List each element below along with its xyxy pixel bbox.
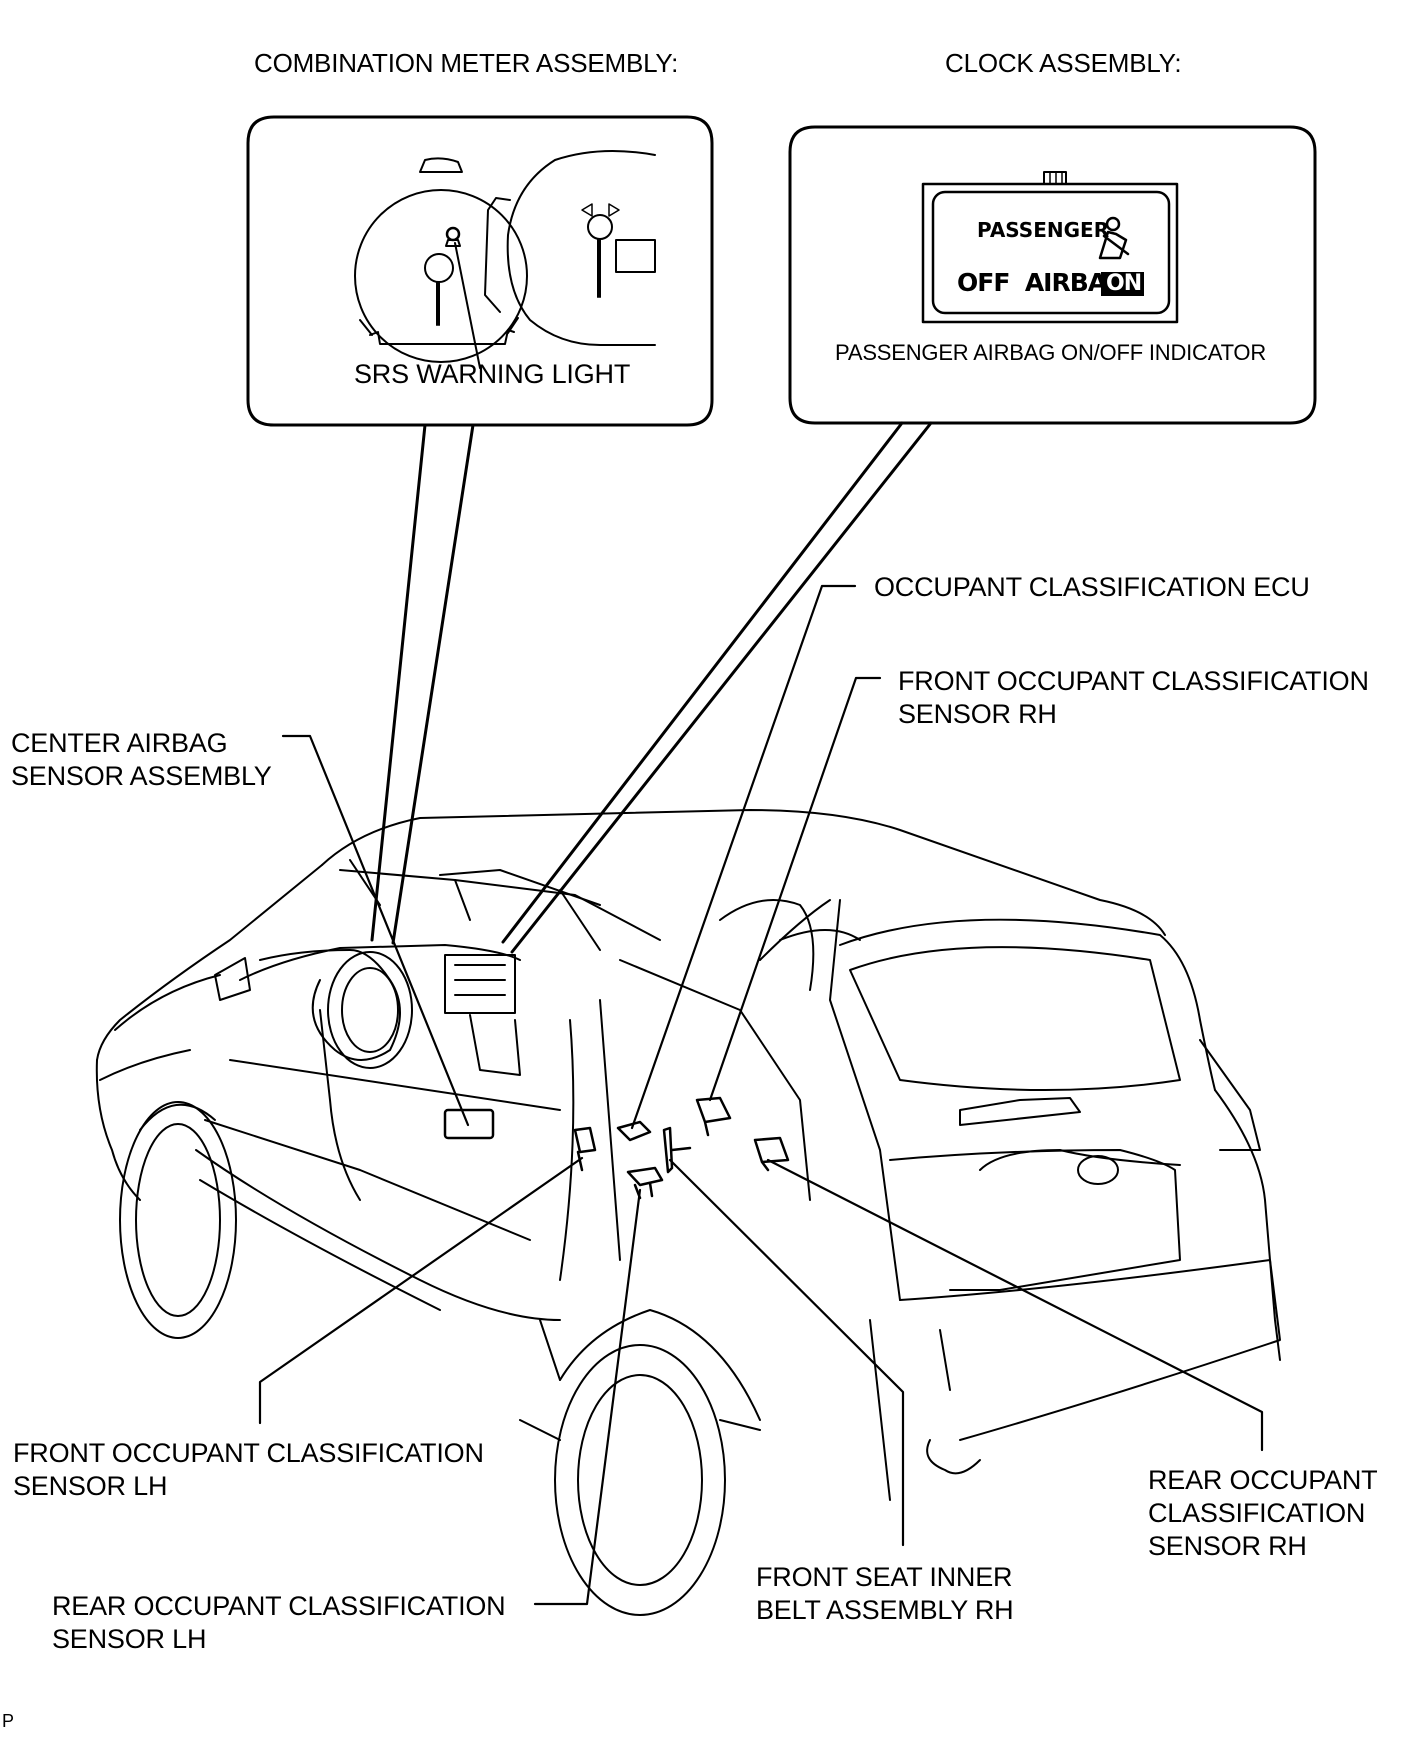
rear-sensor-lh-label-2: SENSOR LH (52, 1624, 207, 1654)
indicator-off-airbag-text: OFF AIRBAG (957, 268, 1127, 297)
toyota-emblem-icon (1077, 1155, 1119, 1185)
front-sensor-rh-label-1: FRONT OCCUPANT CLASSIFICATION (898, 666, 1369, 696)
srs-warning-light-label: SRS WARNING LIGHT (354, 359, 631, 389)
label-leaders (258, 584, 1264, 1606)
rear-sensor-rh-label-1: REAR OCCUPANT (1148, 1465, 1378, 1495)
vehicle-body (95, 809, 1281, 1616)
indicator-passenger-text: PASSENGER (977, 218, 1110, 242)
center-airbag-sensor-shape (443, 1108, 495, 1140)
front-sensor-rh-label-2: SENSOR RH (898, 699, 1057, 729)
rear-sensor-rh-label-2: CLASSIFICATION (1148, 1498, 1366, 1528)
airbag-indicator-label: PASSENGER AIRBAG ON/OFF INDICATOR (835, 340, 1267, 365)
on-indicator-box (1101, 272, 1144, 296)
front-sensor-lh-label-1: FRONT OCCUPANT CLASSIFICATION (13, 1438, 484, 1468)
indicator-on-text: ON (1106, 271, 1142, 296)
inner-belt-label-1: FRONT SEAT INNER (756, 1562, 1013, 1592)
front-occupant-sensor-lh-shape (573, 1126, 597, 1172)
rear-sensor-rh-label-3: SENSOR RH (1148, 1531, 1307, 1561)
clock-inset (788, 125, 1317, 425)
passenger-seat-icon (1098, 216, 1130, 260)
srs-warning-icon (445, 226, 461, 242)
inner-belt-shape (662, 1126, 692, 1174)
center-airbag-label-2: SENSOR ASSEMBLY (11, 761, 272, 791)
inner-belt-label-2: BELT ASSEMBLY RH (756, 1595, 1014, 1625)
front-occupant-sensor-rh-shape (695, 1096, 732, 1137)
inset-leaders (370, 421, 933, 954)
front-sensor-lh-label-2: SENSOR LH (13, 1471, 168, 1501)
occupant-ecu-label: OCCUPANT CLASSIFICATION ECU (874, 572, 1310, 602)
rear-occupant-sensor-rh-shape (753, 1136, 790, 1172)
center-airbag-label-1: CENTER AIRBAG (11, 728, 228, 758)
footer-code: P (2, 1711, 14, 1731)
rear-occupant-sensor-lh-shape (626, 1166, 664, 1200)
clock-title: CLOCK ASSEMBLY: (945, 48, 1182, 78)
combination-meter-title: COMBINATION METER ASSEMBLY: (254, 48, 679, 78)
rear-sensor-lh-label-1: REAR OCCUPANT CLASSIFICATION (52, 1591, 506, 1621)
combination-meter-inset (246, 115, 714, 427)
